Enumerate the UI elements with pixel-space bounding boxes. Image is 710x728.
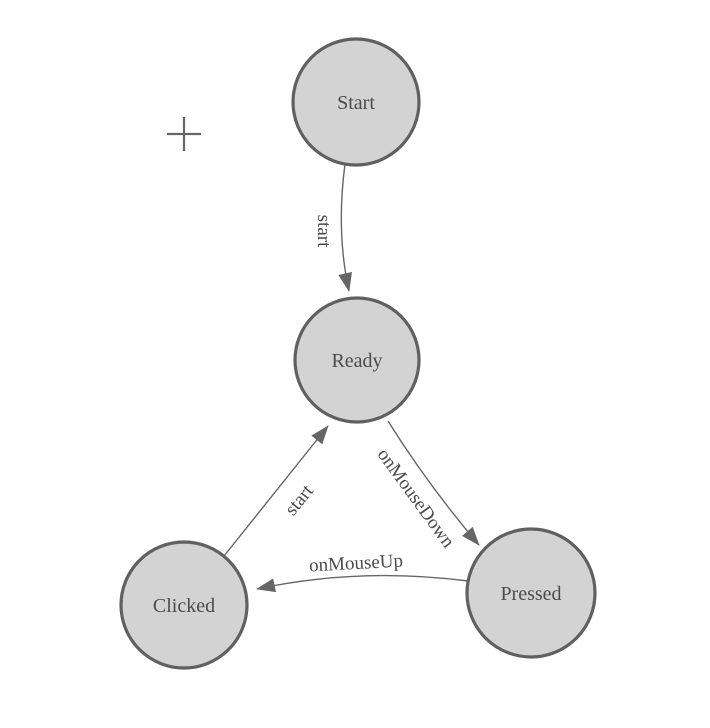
edge-label[interactable]: start (313, 215, 334, 248)
node-label: Ready (331, 350, 382, 372)
node-pressed[interactable]: Pressed (465, 527, 597, 659)
node-circle[interactable] (465, 527, 597, 659)
node-clicked[interactable]: Clicked (119, 540, 249, 670)
node-circle[interactable] (291, 37, 421, 167)
crosshair-icon (167, 117, 201, 151)
node-label: Clicked (153, 595, 215, 617)
edge-path[interactable] (256, 574, 469, 593)
edge-start-to-ready[interactable]: start (313, 163, 352, 292)
node-label: Start (337, 92, 375, 114)
edge-clicked-to-ready[interactable]: start (223, 425, 329, 557)
edge-label[interactable]: onMouseUp (309, 551, 404, 577)
edge-pressed-to-clicked[interactable]: onMouseUp (256, 551, 469, 593)
node-label: Pressed (500, 583, 561, 605)
node-circle[interactable] (293, 296, 421, 424)
node-ready[interactable]: Ready (293, 296, 421, 424)
edge-path[interactable] (338, 163, 352, 292)
edge-ready-to-pressed[interactable]: onMouseDown (373, 420, 480, 553)
node-start[interactable]: Start (291, 37, 421, 167)
edge-label[interactable]: onMouseDown (373, 445, 459, 553)
node-circle[interactable] (119, 540, 249, 670)
edge-label[interactable]: start (281, 480, 318, 519)
edge-path[interactable] (387, 420, 480, 546)
edge-path[interactable] (223, 425, 329, 557)
